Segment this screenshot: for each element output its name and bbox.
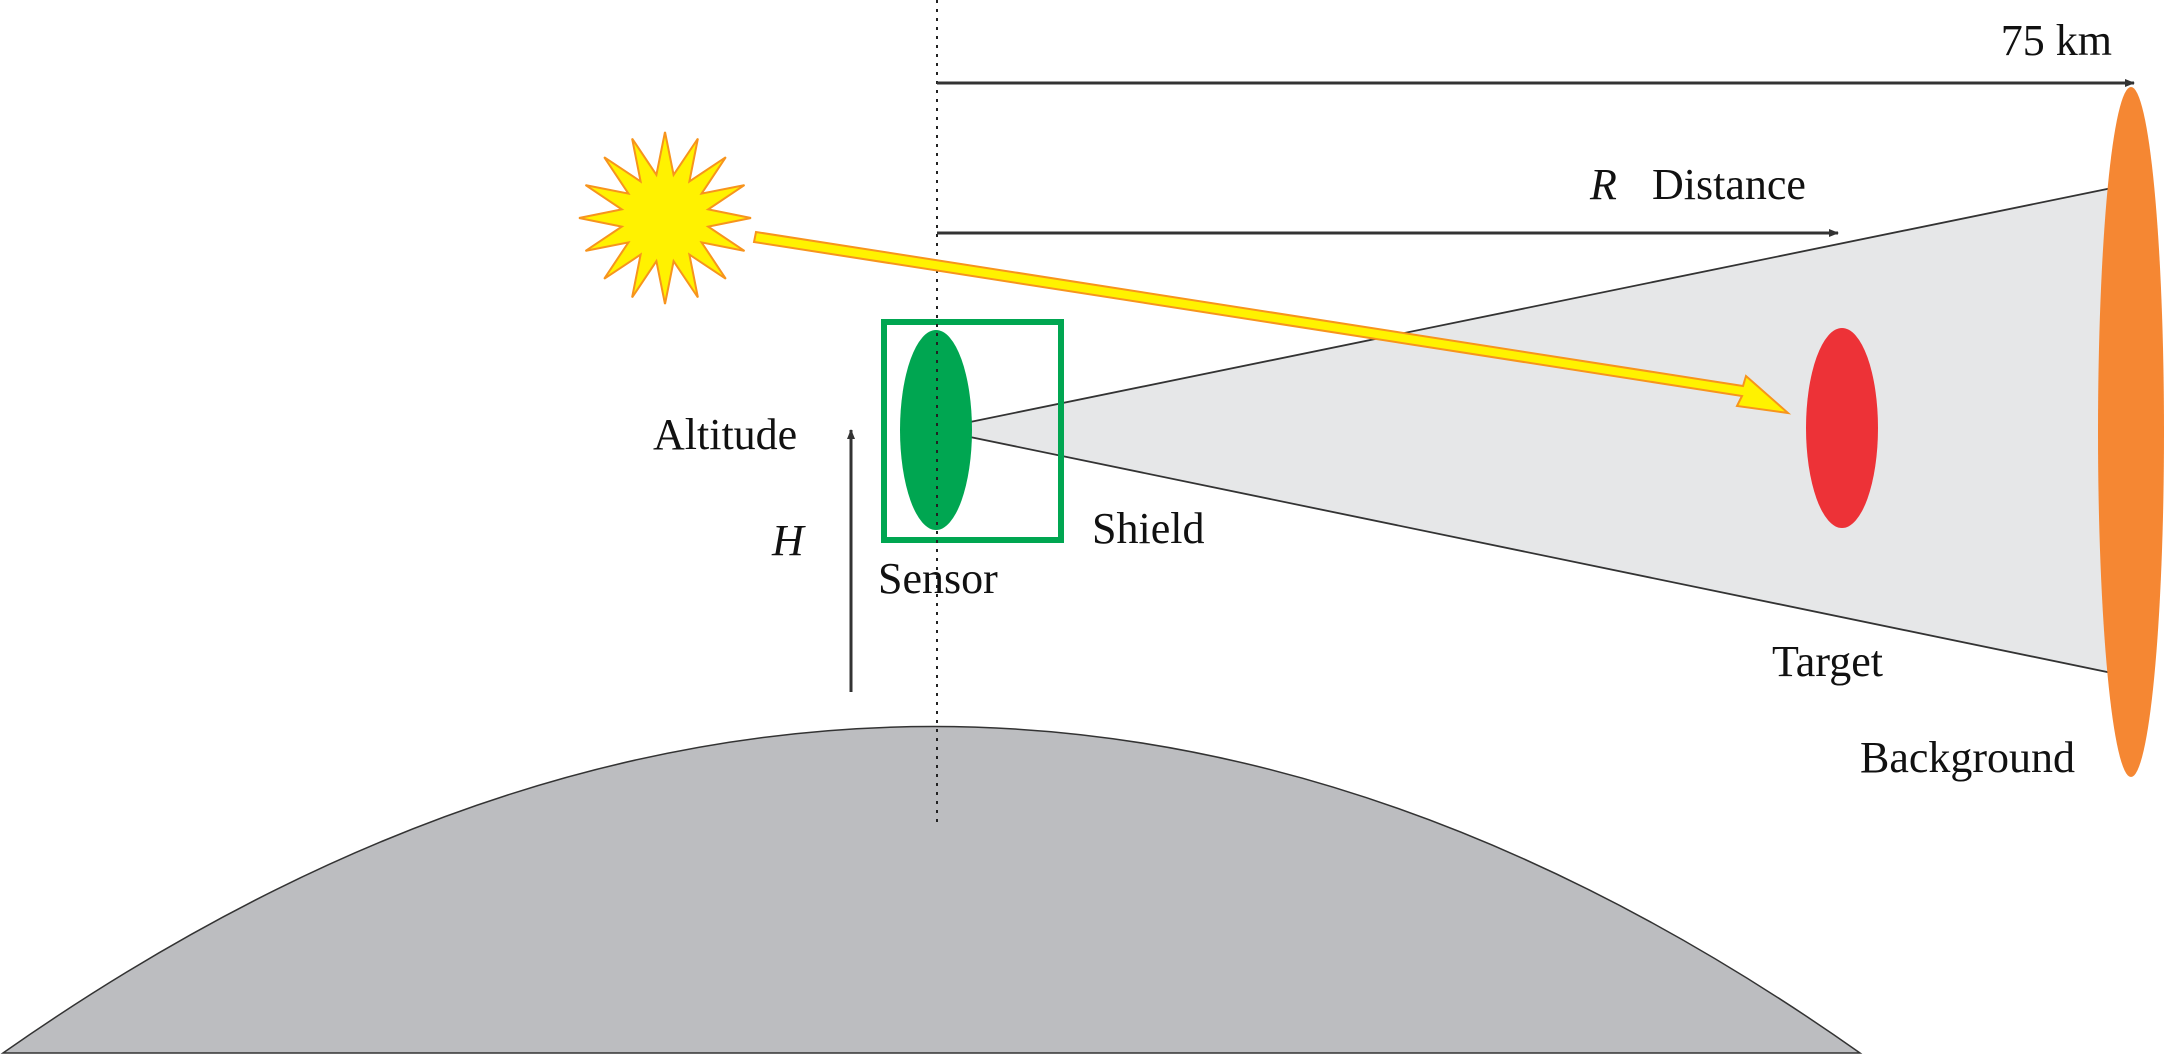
shield-box	[881, 319, 1064, 543]
background-label: Background	[1860, 733, 2075, 782]
target-label: Target	[1772, 637, 1883, 686]
target-ellipse	[1806, 328, 1878, 528]
sensor-field-of-view	[969, 186, 2113, 675]
shield-label: Shield	[1092, 504, 1204, 553]
distance-symbol: R	[1589, 160, 1617, 209]
altitude-symbol: H	[771, 516, 806, 565]
sensor-label: Sensor	[878, 554, 998, 603]
range-max-label: 75 km	[2001, 16, 2112, 65]
earth-surface	[0, 725, 1863, 1054]
altitude-label: Altitude	[653, 410, 797, 459]
sunlight-ray-arrow	[752, 230, 1792, 415]
distance-label: Distance	[1652, 160, 1806, 209]
sensor-ellipse	[900, 330, 972, 530]
background-ellipse	[2098, 87, 2164, 777]
sun-icon	[578, 131, 752, 305]
